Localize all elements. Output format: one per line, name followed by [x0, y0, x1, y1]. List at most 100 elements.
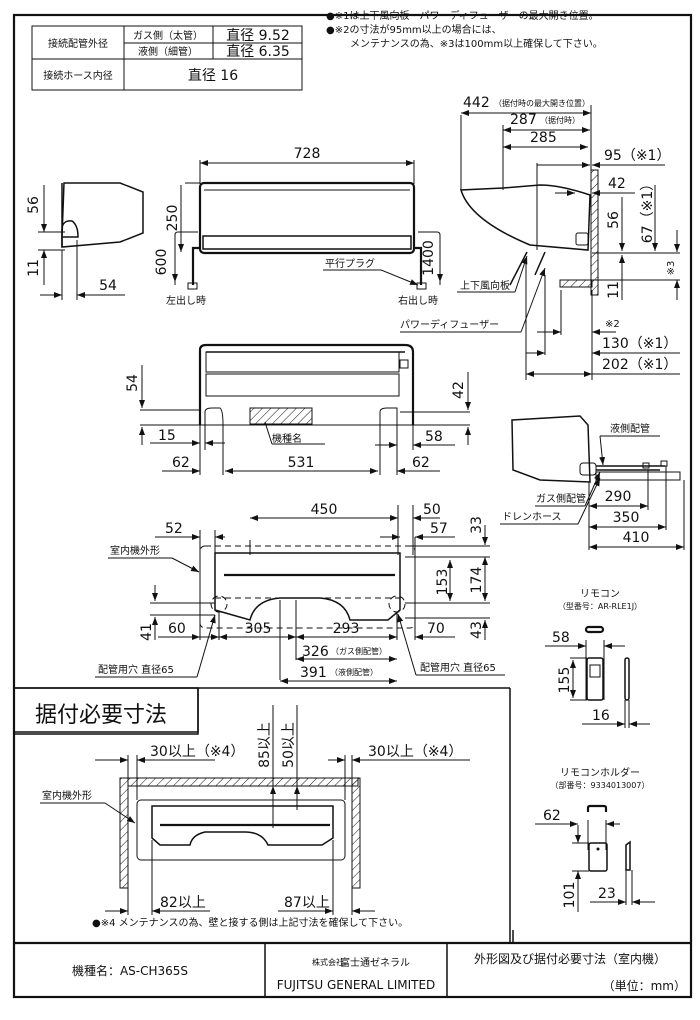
spec-row2-label: 接続ホース内径 — [43, 69, 113, 82]
piping-view: 液側配管 ガス側配管 ドレンホース 290 350 410 — [500, 415, 685, 550]
front-dim-1400: 1400 — [421, 240, 437, 276]
remote-model: （型番号：AR-RLE1J） — [558, 601, 642, 611]
right-dim-95: 95（※1） — [604, 148, 670, 164]
plate-dim-70: 70 — [427, 621, 445, 637]
title-block: 機種名：AS-CH365S 株式会社 富士通ゼネラル FUJITSU GENER… — [72, 930, 686, 997]
right-dim-130: 130（※1） — [602, 336, 677, 352]
side-view-right: 442 （据付時の最大開き位置） 287 （据付時） 285 95（※1） 42… — [400, 95, 680, 380]
right-dim-202: 202（※1） — [602, 357, 677, 373]
mounting-plate-view: 450 50 52 57 33 174 153 43 41 — [95, 502, 505, 684]
right-dim-3: ※3 — [666, 261, 677, 276]
note-2: ●※2の寸法が95mm以上の場合には、 — [326, 23, 502, 36]
install-dim-85: 85以上 — [257, 722, 273, 768]
front-dim-250: 250 — [165, 205, 181, 232]
install-dim-50: 50以上 — [281, 722, 297, 768]
plate-dim-153: 153 — [435, 569, 451, 596]
plate-label-outline: 室内機外形 — [110, 544, 160, 557]
front-dim-600: 600 — [154, 249, 170, 276]
bottom-view: 54 42 15 機種名 58 62 531 62 — [125, 343, 471, 475]
install-dim-82: 82以上 — [160, 895, 206, 911]
plate-dim-41: 41 — [139, 623, 155, 641]
plate-dim-43: 43 — [469, 621, 485, 639]
left-dim-11: 11 — [26, 259, 42, 277]
spec-gas-value: 直径 9.52 — [226, 27, 290, 44]
piping-dim-290: 290 — [605, 489, 632, 505]
install-dim-30-left: 30以上（※4） — [150, 744, 244, 760]
remote-dim-155: 155 — [557, 667, 573, 694]
left-dim-56: 56 — [26, 196, 42, 214]
plate-dim-60: 60 — [168, 621, 186, 637]
plate-dim-391-note: （液側配管） — [330, 667, 378, 677]
plate-dim-326: 326 — [302, 644, 329, 660]
right-dim-285: 285 — [530, 130, 557, 146]
notes: ●※1は上下風向板・パワーディフューザーの最大開き位置。 ●※2の寸法が95mm… — [326, 9, 603, 50]
bottom-dim-42: 42 — [451, 381, 467, 399]
front-view: 728 250 600 1400 平行プラグ 左出し時 右出し時 — [154, 146, 443, 307]
right-dim-56: 56 — [606, 211, 622, 229]
piping-dim-410: 410 — [623, 530, 650, 546]
sheet-border — [12, 13, 693, 999]
right-dim-442-note: （据付時の最大開き位置） — [494, 98, 590, 108]
remote-dim-58: 58 — [552, 630, 570, 646]
install-dim-87: 87以上 — [284, 895, 330, 911]
unit-label: （単位：mm） — [603, 978, 686, 993]
company-jp: 富士通ゼネラル — [340, 956, 410, 969]
right-dim-287: 287 — [510, 112, 537, 128]
label-left-outlet: 左出し時 — [166, 294, 206, 307]
install-clearance: 据付必要寸法 30以上（※4） 30以上（※4） 85以上 50以上 82以上 — [13, 687, 470, 929]
plate-label-hole-left: 配管用穴 直径65 — [98, 663, 174, 676]
label-parallel-plug: 平行プラグ — [325, 257, 375, 270]
remote-holder: リモコンホルダー （部番号：9334013007） 62 101 23 — [535, 766, 655, 912]
right-dim-287-note: （据付時） — [540, 115, 580, 125]
label-liquid-pipe: 液側配管 — [610, 422, 650, 435]
right-dim-67: 67（※1） — [640, 177, 656, 243]
label-gas-pipe: ガス側配管 — [536, 492, 586, 505]
right-dim-2: ※2 — [605, 319, 620, 330]
label-model-name: 機種名 — [272, 432, 302, 445]
note-1: ●※1は上下風向板・パワーディフューザーの最大開き位置。 — [326, 9, 599, 22]
label-louver: 上下風向板 — [460, 279, 510, 292]
label-right-outlet: 右出し時 — [398, 294, 438, 307]
plate-dim-50: 50 — [423, 502, 441, 518]
company-jp-prefix: 株式会社 — [312, 957, 344, 967]
spec-gas-label: ガス側（太管） — [133, 29, 203, 42]
piping-dim-350: 350 — [613, 510, 640, 526]
label-diffuser: パワーディフューザー — [400, 318, 499, 331]
remote-title: リモコン — [580, 589, 620, 600]
bottom-dim-62-right: 62 — [412, 455, 430, 471]
right-dim-42: 42 — [608, 176, 626, 192]
left-dim-54: 54 — [99, 278, 117, 294]
holder-model: （部番号：9334013007） — [551, 780, 650, 790]
front-dim-728: 728 — [294, 146, 321, 162]
plate-dim-305: 305 — [245, 621, 272, 637]
install-label-outline: 室内機外形 — [42, 789, 92, 802]
plate-dim-391: 391 — [300, 665, 327, 681]
side-view-left: 56 11 54 — [26, 182, 144, 300]
note-3: メンテナンスの為、※3は100mm以上確保して下さい。 — [350, 37, 603, 50]
right-dim-442: 442 — [463, 95, 490, 111]
spec-liquid-value: 直径 6.35 — [226, 43, 290, 60]
spec-liquid-label: 液側（細管） — [138, 45, 198, 58]
plate-dim-33: 33 — [469, 516, 485, 534]
bottom-dim-54: 54 — [125, 374, 141, 392]
bottom-dim-15: 15 — [158, 428, 176, 444]
spec-hose-value: 直径 16 — [188, 67, 238, 84]
bottom-dim-58: 58 — [425, 429, 443, 445]
bottom-dim-62-left: 62 — [172, 455, 190, 471]
plate-dim-293: 293 — [333, 621, 360, 637]
plate-dim-326-note: （ガス側配管） — [331, 646, 387, 656]
holder-dim-62: 62 — [543, 808, 561, 824]
plate-dim-57: 57 — [430, 521, 448, 537]
plate-dim-174: 174 — [469, 567, 485, 594]
bottom-dim-531: 531 — [288, 455, 315, 471]
holder-title: リモコンホルダー — [560, 766, 640, 779]
spec-table: 接続配管外径 ガス側（太管） 直径 9.52 液側（細管） 直径 6.35 接続… — [31, 25, 303, 91]
plate-dim-450: 450 — [311, 502, 338, 518]
drawing-title: 外形図及び据付必要寸法（室内機） — [474, 951, 666, 966]
holder-dim-23: 23 — [598, 886, 616, 902]
remote-controller: リモコン （型番号：AR-RLE1J） 58 155 16 — [545, 589, 650, 728]
remote-dim-16: 16 — [592, 708, 610, 724]
install-note-4: ●※4 メンテナンスの為、壁と接する側は上記寸法を確保して下さい。 — [92, 916, 408, 929]
plate-dim-52: 52 — [165, 521, 183, 537]
